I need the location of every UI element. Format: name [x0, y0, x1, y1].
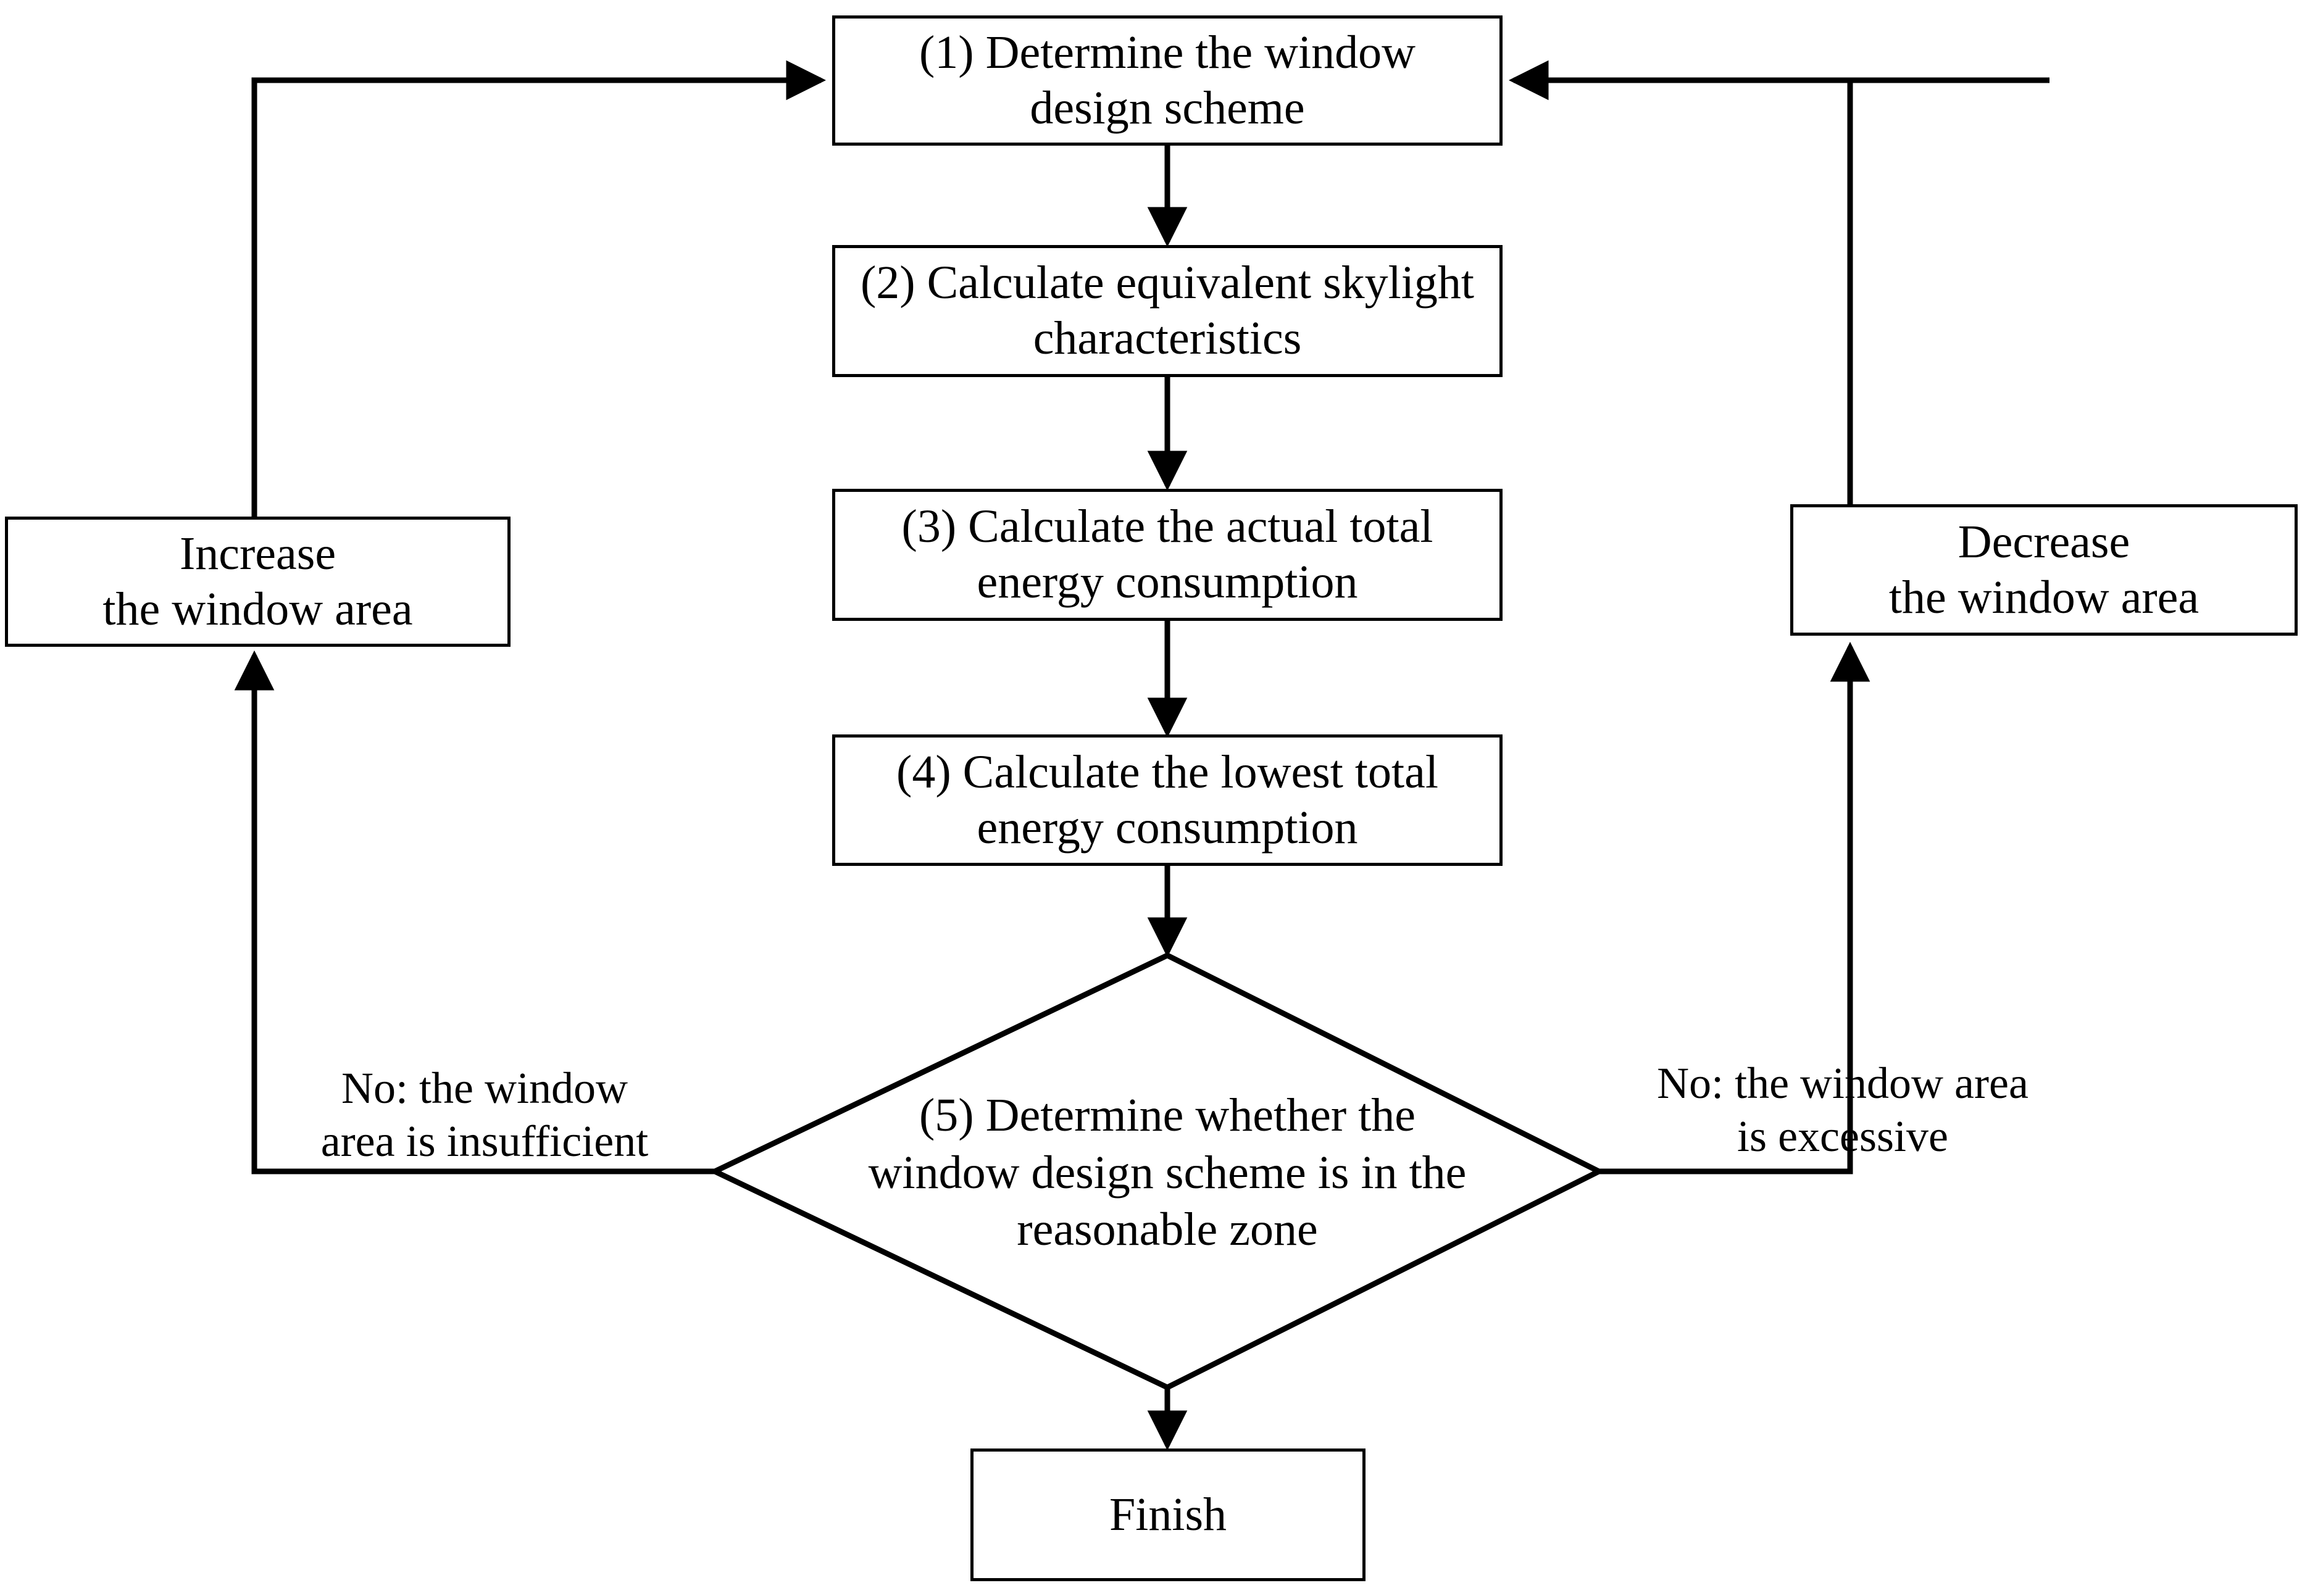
node-finish-label: Finish [1109, 1488, 1227, 1540]
decision-diamond [708, 952, 1606, 1391]
node-step4-label: (4) Calculate the lowest total energy co… [896, 746, 1438, 854]
node-finish[interactable]: Finish [970, 1448, 1366, 1581]
node-step2-label: (2) Calculate equivalent skylight charac… [860, 257, 1475, 364]
edge-step5-decrease [1599, 641, 1870, 1174]
node-step1[interactable]: (1) Determine the window design scheme [832, 15, 1503, 146]
node-decrease-window-area[interactable]: Decrease the window area [1790, 504, 2298, 636]
node-step2[interactable]: (2) Calculate equivalent skylight charac… [832, 245, 1503, 377]
node-increase-window-area[interactable]: Increase the window area [5, 517, 511, 647]
edge-label-right-branch: No: the window area is excessive [1657, 1058, 2029, 1162]
edge-label-left-branch: No: the window area is insufficient [320, 1063, 649, 1166]
node-step4[interactable]: (4) Calculate the lowest total energy co… [832, 734, 1503, 866]
node-step3[interactable]: (3) Calculate the actual total energy co… [832, 489, 1503, 621]
edge-increase-step1 [251, 60, 827, 517]
node-step5-label: (5) Determine whether the window design … [868, 1089, 1467, 1256]
node-step1-label: (1) Determine the window design scheme [919, 26, 1416, 134]
node-increase-label: Increase the window area [102, 527, 413, 635]
edge-decrease-step1 [1847, 77, 2049, 504]
node-decrease-label: Decrease the window area [1888, 515, 2200, 623]
node-step3-label: (3) Calculate the actual total energy co… [901, 501, 1433, 608]
node-step5[interactable]: (5) Determine whether the window design … [821, 1074, 1514, 1271]
edge-step5-increase [234, 650, 715, 1174]
